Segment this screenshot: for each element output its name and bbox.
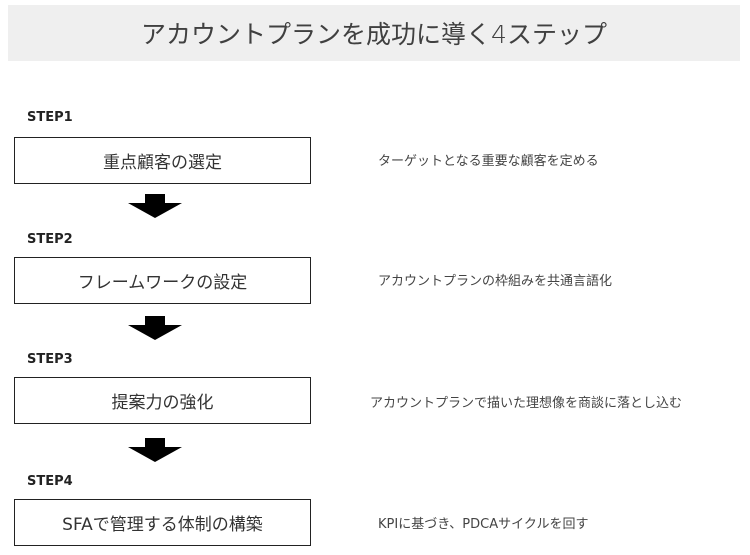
down-arrow-icon xyxy=(128,438,182,462)
step-description-4: KPIに基づき、PDCAサイクルを回す xyxy=(378,517,589,532)
step-description-2: アカウントプランの枠組みを共通言語化 xyxy=(378,274,613,289)
step-description-3: アカウントプランで描いた理想像を商談に落とし込む xyxy=(370,396,683,411)
page-title: アカウントプランを成功に導く4ステップ xyxy=(8,5,740,61)
step-label-3: STEP3 xyxy=(27,352,73,367)
step-box-3: 提案力の強化 xyxy=(14,377,311,424)
step-description-1: ターゲットとなる重要な顧客を定める xyxy=(378,154,599,169)
step-label-4: STEP4 xyxy=(27,474,73,489)
step-box-1: 重点顧客の選定 xyxy=(14,137,311,184)
step-label-2: STEP2 xyxy=(27,232,73,247)
down-arrow-icon xyxy=(128,316,182,340)
down-arrow-icon xyxy=(128,194,182,218)
step-box-2: フレームワークの設定 xyxy=(14,257,311,304)
step-box-4: SFAで管理する体制の構築 xyxy=(14,499,311,546)
step-label-1: STEP1 xyxy=(27,110,73,125)
